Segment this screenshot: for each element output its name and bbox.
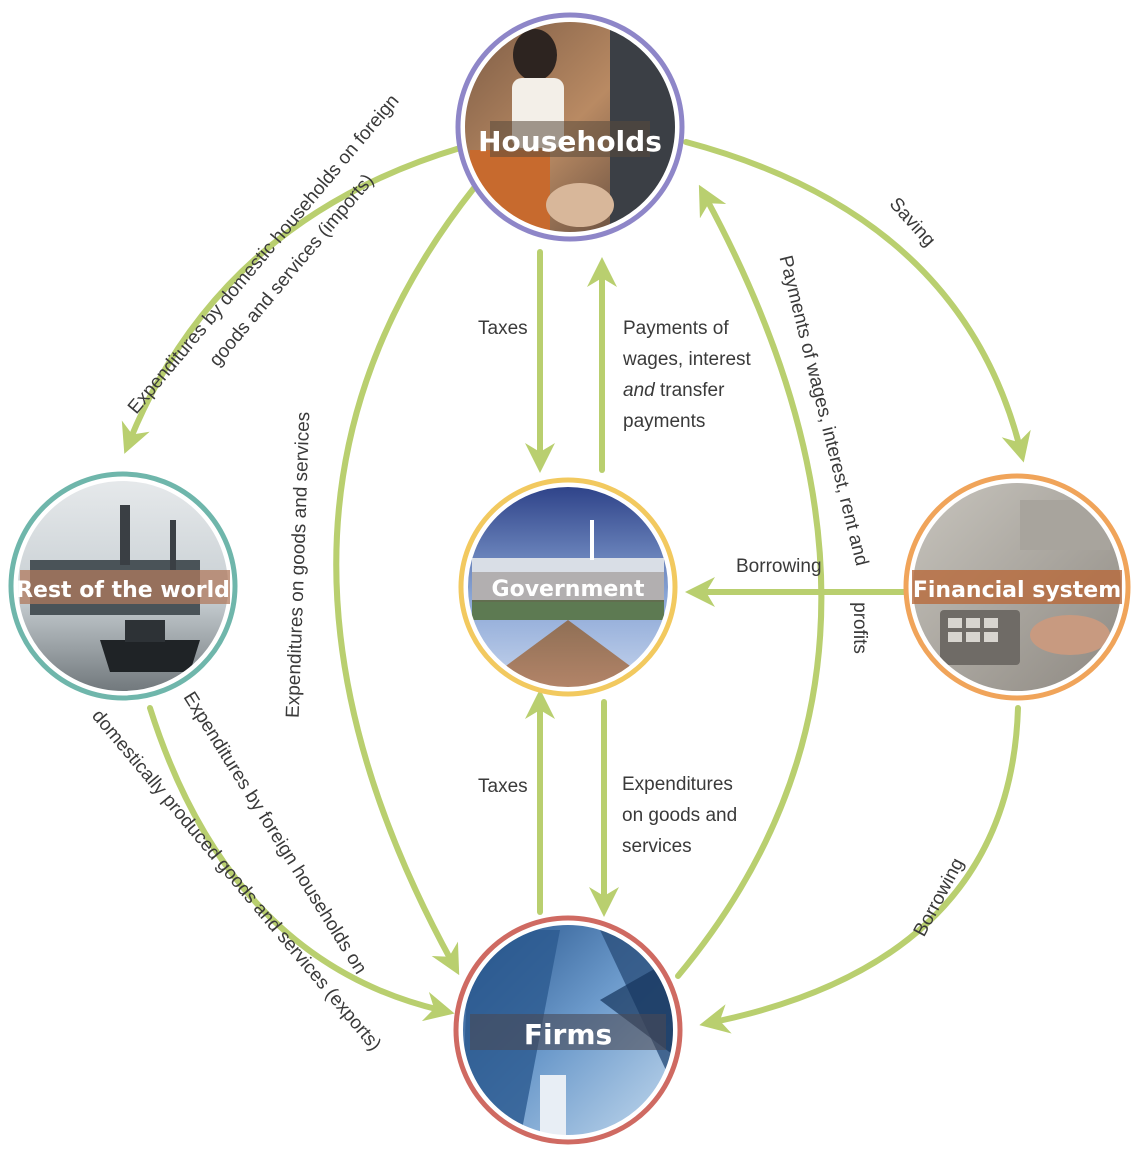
label-household-expenditures: Expenditures on goods and services bbox=[283, 411, 315, 718]
label-government-expenditures-2: on goods and bbox=[622, 805, 737, 826]
government-title: Government bbox=[492, 577, 645, 602]
label-government-expenditures-3: services bbox=[622, 836, 692, 857]
node-firms: Firms bbox=[453, 915, 683, 1145]
label-payments-firms-line2: profits bbox=[849, 602, 870, 654]
label-borrowing-government: Borrowing bbox=[736, 556, 822, 577]
node-rest-of-world: Rest of the world bbox=[8, 471, 238, 701]
arrow-imports bbox=[121, 145, 463, 454]
firms-ring bbox=[453, 915, 683, 1145]
arrow-saving bbox=[683, 139, 1031, 463]
arrow-household-expenditures bbox=[333, 185, 477, 976]
households-ring bbox=[455, 12, 685, 242]
node-government: Government bbox=[458, 477, 678, 697]
label-payments-government-3: and transfer bbox=[623, 380, 725, 401]
label-imports-line2: goods and services (imports) bbox=[205, 170, 378, 370]
payments-government-line3: transfer bbox=[655, 380, 725, 401]
arrow-payments-firms bbox=[675, 184, 825, 979]
rest-of-world-title: Rest of the world bbox=[16, 578, 230, 603]
financial-system-ring bbox=[903, 473, 1131, 701]
government-photo bbox=[465, 484, 671, 690]
financial-system-title: Financial system bbox=[913, 578, 1121, 603]
arrow-exports bbox=[147, 705, 455, 1022]
rest-of-world-ring bbox=[8, 471, 238, 701]
payments-government-line2: wages, interest bbox=[622, 349, 752, 370]
label-imports: Expenditures by domestic households on f… bbox=[124, 91, 404, 418]
label-payments-government-2: wages, interest bbox=[622, 349, 752, 370]
label-borrowing-firms: Borrowing bbox=[910, 855, 969, 940]
node-financial-system: Financial system bbox=[903, 473, 1131, 701]
label-payments-government: Payments of bbox=[623, 318, 729, 339]
label-taxes-firms: Taxes bbox=[478, 776, 528, 797]
payments-government-line1: Payments of bbox=[623, 318, 729, 339]
households-title: Households bbox=[478, 125, 662, 158]
arrow-borrowing-firms bbox=[699, 705, 1021, 1034]
payments-government-line4: payments bbox=[623, 411, 705, 432]
label-payments-firms: Payments of wages, interest, rent and bbox=[775, 253, 873, 568]
flow-arrows bbox=[121, 139, 1031, 1034]
node-households: Households bbox=[455, 12, 685, 242]
payments-government-and: and bbox=[623, 380, 656, 401]
label-payments-government-4: payments bbox=[623, 411, 705, 432]
label-taxes-households: Taxes bbox=[478, 318, 528, 339]
firms-title: Firms bbox=[524, 1018, 612, 1051]
label-government-expenditures-1: Expenditures bbox=[622, 774, 733, 795]
government-ring bbox=[458, 477, 678, 697]
